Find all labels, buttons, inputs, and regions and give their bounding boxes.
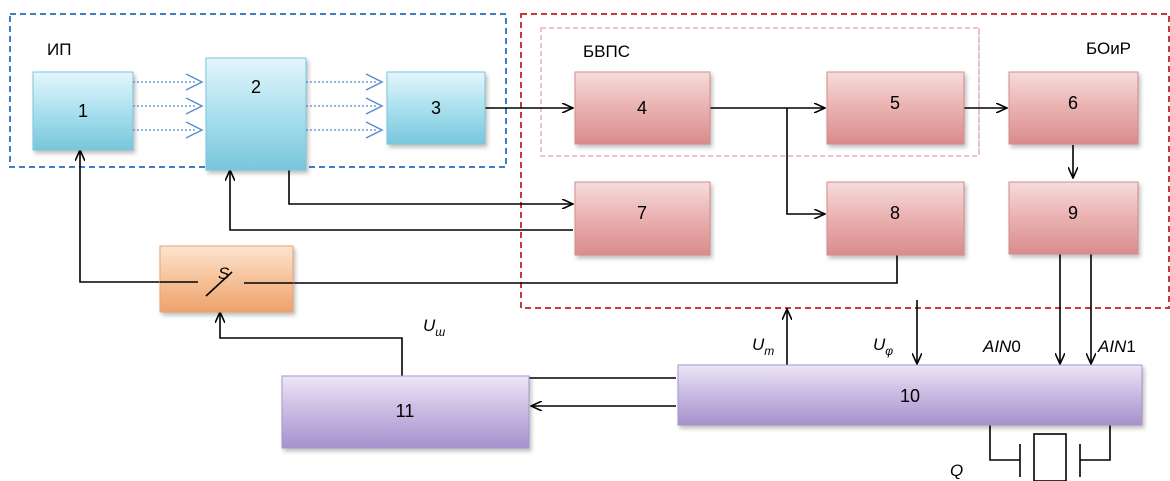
svg-text:7: 7 <box>637 203 647 223</box>
crystal-label: Q <box>950 461 963 480</box>
svg-text:10: 10 <box>900 386 920 406</box>
ip-group-label: ИП <box>47 40 71 59</box>
signal-u-sh-label: Uш <box>423 316 445 339</box>
block-2: 2 <box>205 57 307 171</box>
block-9: 9 <box>1008 181 1139 255</box>
block-7: 7 <box>574 181 711 256</box>
svg-text:8: 8 <box>890 203 900 223</box>
signal-ain1-label: AIN1 <box>1097 337 1136 356</box>
switch-block <box>159 245 294 313</box>
optical-link-2-3 <box>306 73 384 139</box>
bvps-group-label: БВПС <box>583 42 630 61</box>
crystal-resonator-icon <box>989 425 1111 481</box>
block-11: 11 <box>281 375 530 449</box>
block-5: 5 <box>826 71 965 145</box>
control-group-frame <box>520 13 1170 309</box>
signal-u-m-label: Um <box>752 335 774 358</box>
svg-text:4: 4 <box>637 98 647 118</box>
svg-text:5: 5 <box>890 93 900 113</box>
ip-group-frame <box>9 13 507 168</box>
block-3: 3 <box>386 71 486 145</box>
bvps-subgroup-frame <box>540 27 980 157</box>
svg-text:11: 11 <box>396 401 415 421</box>
boir-group-label: БОиР <box>1086 39 1131 58</box>
svg-text:6: 6 <box>1068 93 1078 113</box>
signal-u-phi-label: Uφ <box>873 335 893 358</box>
switch-label: S <box>218 264 230 283</box>
block-6: 6 <box>1008 71 1139 145</box>
block-10: 10 <box>677 364 1143 426</box>
svg-text:2: 2 <box>251 77 261 97</box>
block-8: 8 <box>826 181 965 256</box>
signal-ain0-label: AIN0 <box>982 337 1021 356</box>
svg-text:9: 9 <box>1068 203 1078 223</box>
svg-text:1: 1 <box>78 101 88 121</box>
optical-link-1-2 <box>133 73 204 139</box>
block-1: 1 <box>32 71 134 151</box>
svg-text:3: 3 <box>431 98 441 118</box>
block-4: 4 <box>574 71 711 145</box>
